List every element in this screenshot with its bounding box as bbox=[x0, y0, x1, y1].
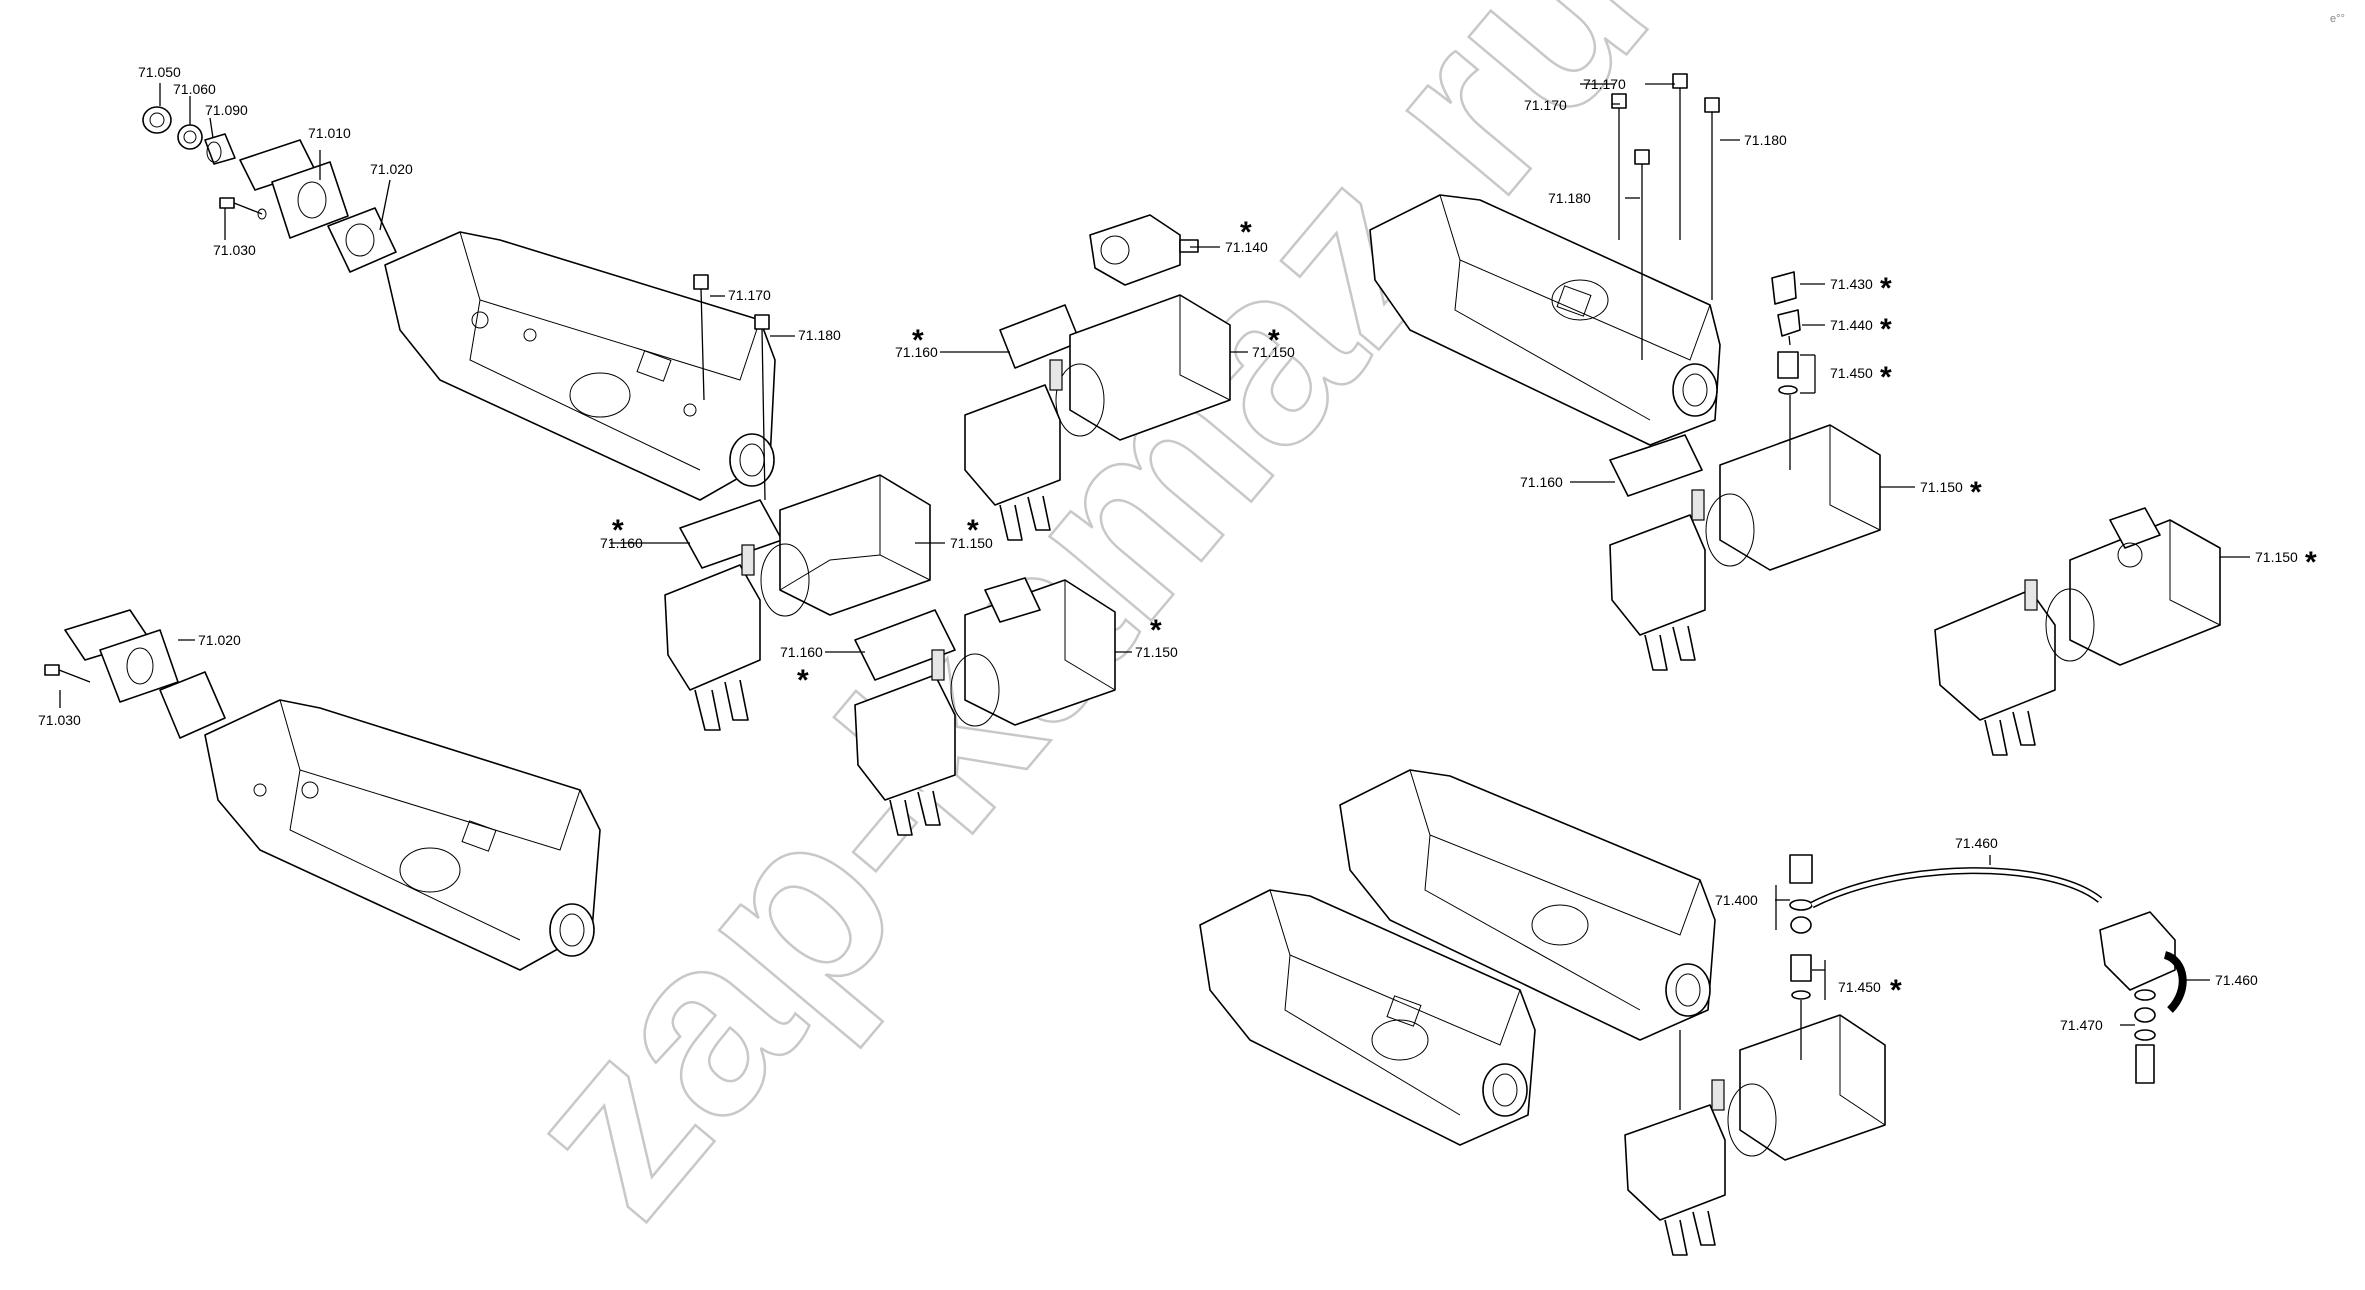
label-71170b: 71.170 bbox=[1583, 76, 1626, 92]
adapter-71450b bbox=[1790, 954, 1812, 1000]
label-71050: 71.050 bbox=[138, 64, 181, 80]
label-71150e: 71.150 bbox=[2255, 549, 2298, 565]
actuator-71150c bbox=[854, 577, 1116, 836]
label-71160a: 71.160 bbox=[600, 535, 643, 551]
gasket-71020a bbox=[327, 207, 397, 273]
asterisk-71160a: * bbox=[612, 514, 624, 547]
label-71160b: 71.160 bbox=[895, 344, 938, 360]
ring-71060 bbox=[177, 124, 203, 150]
label-71430: 71.430 bbox=[1830, 276, 1873, 292]
label-71010: 71.010 bbox=[308, 125, 351, 141]
label-71020a: 71.020 bbox=[370, 161, 413, 177]
label-71090: 71.090 bbox=[205, 102, 248, 118]
gasket-71160a bbox=[679, 499, 783, 569]
asterisk-71430: * bbox=[1880, 272, 1892, 305]
asterisk-71150a: * bbox=[967, 514, 979, 547]
label-71150d: 71.150 bbox=[1920, 479, 1963, 495]
asterisk-71160c: * bbox=[797, 664, 809, 697]
label-71180b: 71.180 bbox=[1548, 190, 1591, 206]
label-71170c: 71.170 bbox=[1524, 97, 1567, 113]
asterisk-71160b: * bbox=[912, 324, 924, 357]
asterisk-71150d: * bbox=[1970, 476, 1982, 509]
corner-mark: e°° bbox=[2330, 13, 2345, 25]
label-71180a: 71.180 bbox=[798, 327, 841, 343]
switch-71440 bbox=[1777, 309, 1801, 346]
label-71470: 71.470 bbox=[2060, 1017, 2103, 1033]
bolt-71030b bbox=[44, 664, 91, 683]
housing-top-left bbox=[384, 231, 776, 501]
label-71170a: 71.170 bbox=[728, 287, 771, 303]
leader-lines bbox=[59, 83, 2250, 1026]
bolt-71180c bbox=[1704, 97, 1720, 300]
bearing-seal-71050 bbox=[142, 106, 172, 134]
label-71450b: 71.450 bbox=[1838, 979, 1881, 995]
valve-71140 bbox=[1089, 214, 1199, 286]
label-71030b: 71.030 bbox=[38, 712, 81, 728]
label-71030a: 71.030 bbox=[213, 242, 256, 258]
label-71150b: 71.150 bbox=[1252, 344, 1295, 360]
housing-lower-right-a bbox=[1339, 769, 1716, 1041]
label-71440: 71.440 bbox=[1830, 317, 1873, 333]
actuator-71150b bbox=[964, 294, 1231, 541]
label-71460a: 71.460 bbox=[1955, 835, 1998, 851]
label-71450a: 71.450 bbox=[1830, 365, 1873, 381]
asterisk-71150c: * bbox=[1150, 614, 1162, 647]
label-71400: 71.400 bbox=[1715, 892, 1758, 908]
label-71140: 71.140 bbox=[1225, 239, 1268, 255]
asterisk-71440: * bbox=[1880, 313, 1892, 346]
cover-71020b bbox=[64, 609, 226, 739]
label-71060: 71.060 bbox=[173, 81, 216, 97]
asterisk-71150e: * bbox=[2305, 546, 2317, 579]
bolt-71400 bbox=[1789, 854, 1813, 934]
actuator-71150d bbox=[1609, 395, 1881, 671]
actuator-71150e bbox=[1934, 507, 2221, 756]
asterisk-71150b: * bbox=[1268, 324, 1280, 357]
gasket-71160c bbox=[854, 609, 956, 681]
cap-71430 bbox=[1771, 271, 1797, 305]
housing-lower-right-b bbox=[1199, 889, 1536, 1146]
fitting-71460b bbox=[2099, 911, 2187, 1013]
label-71460b: 71.460 bbox=[2215, 972, 2258, 988]
gasket-71160b bbox=[999, 304, 1081, 369]
washers-71470 bbox=[2134, 989, 2156, 1084]
cover-71010 bbox=[239, 139, 349, 239]
actuator-71150a bbox=[664, 474, 931, 731]
housing-top-right bbox=[1369, 194, 1721, 446]
asterisk-71450a: * bbox=[1880, 361, 1892, 394]
bolt-71180a bbox=[754, 314, 770, 501]
housing-lower-left bbox=[204, 699, 601, 971]
label-71150c: 71.150 bbox=[1135, 644, 1178, 660]
asterisk-71450b: * bbox=[1890, 974, 1902, 1007]
bushing-71090 bbox=[204, 133, 236, 165]
bolt-71030a bbox=[219, 197, 267, 220]
label-71020b: 71.020 bbox=[198, 632, 241, 648]
adapter-71450a bbox=[1777, 351, 1799, 395]
label-71180c: 71.180 bbox=[1744, 132, 1787, 148]
pipe-71460 bbox=[1810, 867, 2103, 909]
actuator-lower-right bbox=[1624, 1000, 1886, 1256]
bolt-71170a bbox=[693, 274, 709, 401]
asterisk-71140: * bbox=[1240, 216, 1252, 249]
label-71160d: 71.160 bbox=[1520, 474, 1563, 490]
label-71160c: 71.160 bbox=[780, 644, 823, 660]
bolt-71180b bbox=[1634, 149, 1650, 360]
label-71150a: 71.150 bbox=[950, 535, 993, 551]
gasket-71160d bbox=[1609, 434, 1703, 497]
bolt-71170c bbox=[1672, 73, 1688, 240]
